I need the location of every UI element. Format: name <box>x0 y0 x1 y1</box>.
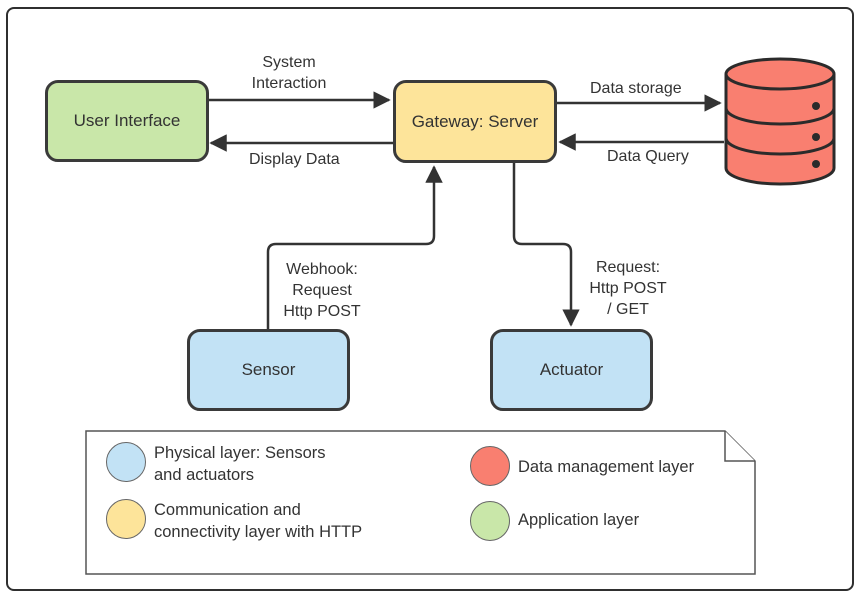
user-interface-node: User Interface <box>45 80 209 162</box>
data-storage-label: Data storage <box>590 80 682 97</box>
legend-swatch-application <box>470 501 510 541</box>
legend-text-data-management: Data management layer <box>518 458 695 476</box>
legend-text-physical: Physical layer: Sensors and actuators <box>154 444 326 484</box>
diagram-frame <box>6 7 854 591</box>
sensor-label: Sensor <box>241 360 296 379</box>
gateway-server-node: Gateway: Server <box>393 80 557 163</box>
database-icon <box>724 57 836 186</box>
data-query-label: Data Query <box>607 148 689 165</box>
legend-item-data-management: Data management layer <box>470 446 694 486</box>
legend-item-application: Application layer <box>470 501 639 541</box>
request-label: Request: Http POST / GET <box>589 259 667 318</box>
legend-text-application: Application layer <box>518 511 640 529</box>
legend-note <box>85 430 756 575</box>
actuator-node: Actuator <box>490 329 653 411</box>
display-data-label: Display Data <box>249 151 340 168</box>
webhook-label: Webhook: Request Http POST <box>283 261 361 320</box>
edge-request <box>512 163 580 327</box>
gateway-server-label: Gateway: Server <box>411 111 539 131</box>
user-interface-label: User Interface <box>73 111 181 130</box>
edge-webhook <box>266 165 443 329</box>
legend-swatch-communication <box>106 499 146 539</box>
system-interaction-label: System Interaction <box>251 54 327 92</box>
legend-swatch-physical <box>106 442 146 482</box>
legend-swatch-data-management <box>470 446 510 486</box>
actuator-label: Actuator <box>539 360 604 379</box>
legend-item-communication: Communication and connectivity layer wit… <box>106 499 362 543</box>
legend-text-communication: Communication and connectivity layer wit… <box>154 501 363 541</box>
sensor-node: Sensor <box>187 329 350 411</box>
legend-item-physical: Physical layer: Sensors and actuators <box>106 442 326 486</box>
